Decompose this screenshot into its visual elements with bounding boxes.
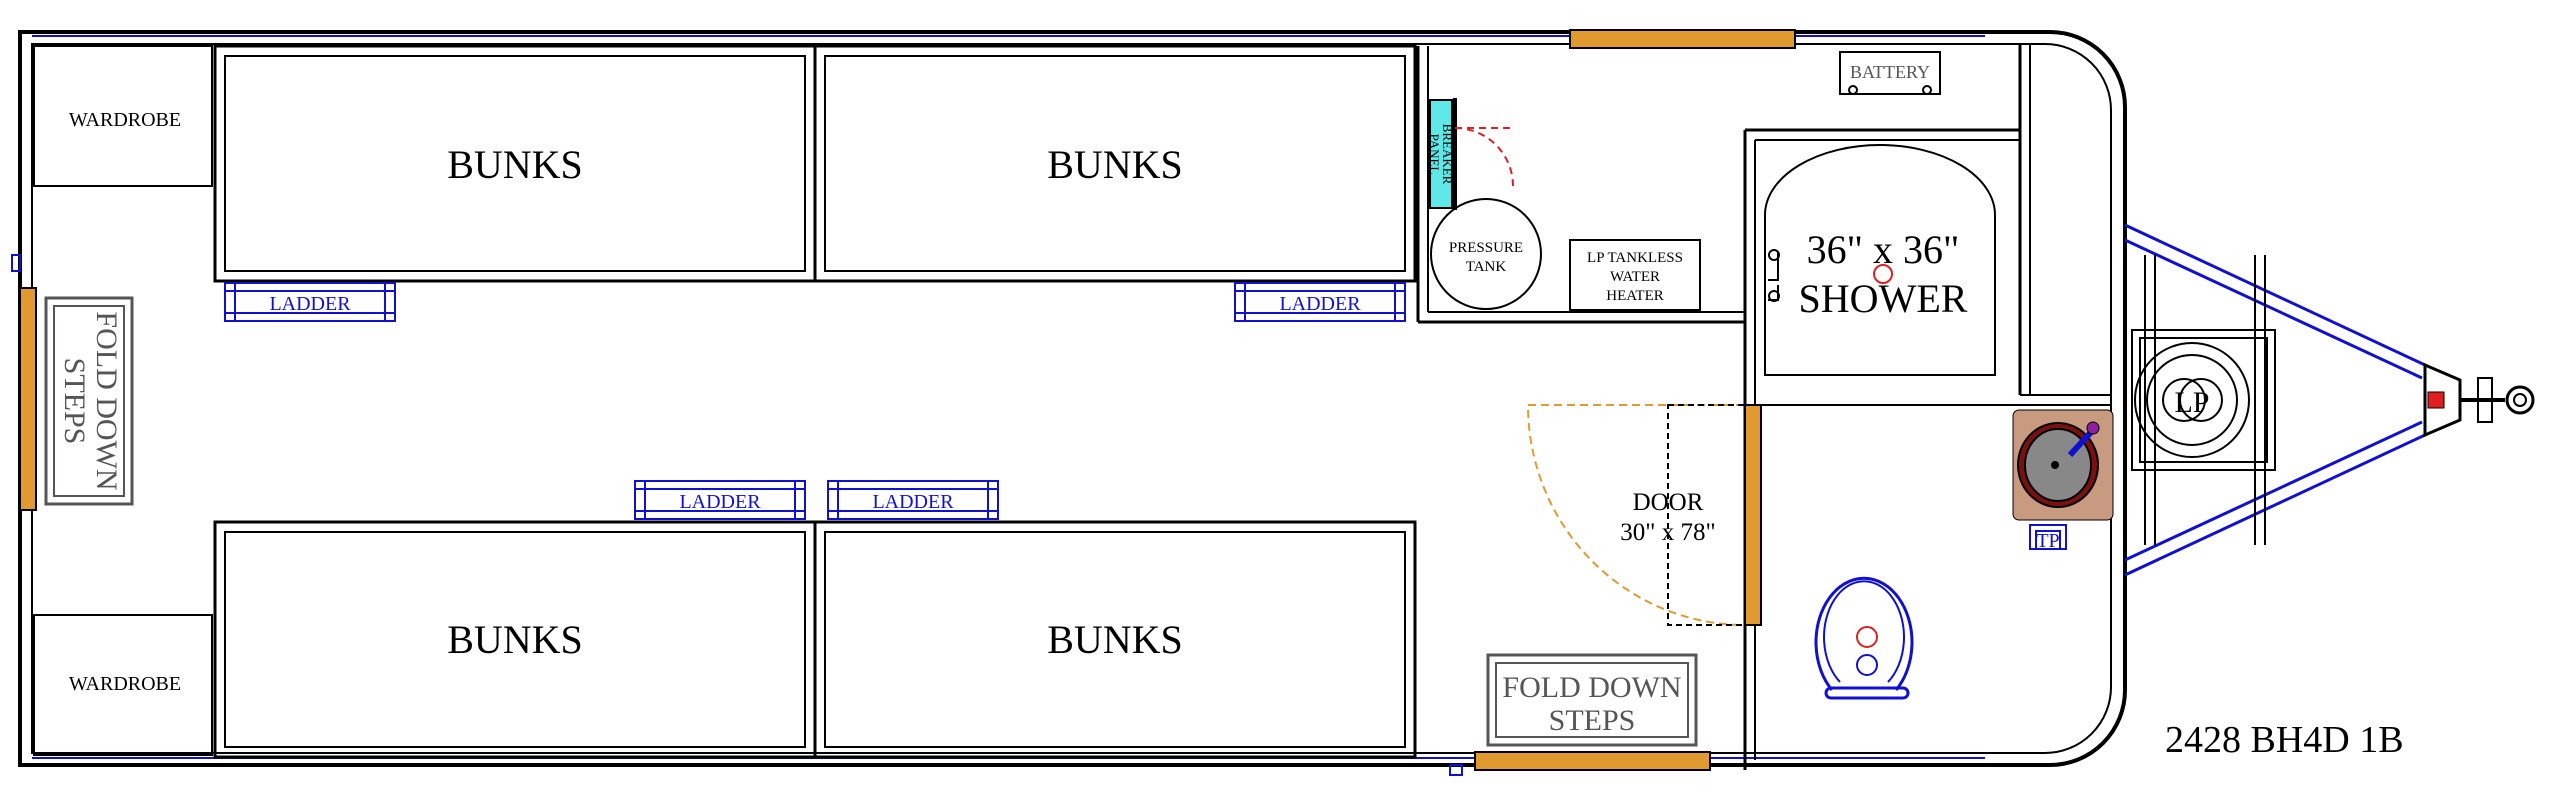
rear-steps-line2: STEPS bbox=[58, 358, 91, 445]
water-heater-line3: HEATER bbox=[1606, 288, 1664, 304]
ladder-top-left: LADDER bbox=[224, 282, 396, 322]
breaker-panel: BREAKER PANEL bbox=[1427, 98, 1514, 210]
entry-door[interactable]: DOOR 30" x 78" bbox=[1526, 404, 1762, 626]
side-fold-down-steps[interactable]: FOLD DOWN STEPS bbox=[1486, 653, 1698, 747]
trailer-tongue bbox=[2124, 223, 2535, 577]
bunks-bottom-right-label: BUNKS bbox=[1047, 617, 1183, 662]
ladder-top-right: LADDER bbox=[1234, 282, 1406, 322]
utility-walls bbox=[1416, 44, 2111, 770]
rear-steps-line1: FOLD DOWN bbox=[90, 311, 123, 490]
side-steps-line2: STEPS bbox=[1549, 704, 1636, 737]
ladder-mid-left-label: LADDER bbox=[679, 491, 761, 513]
shower-label: SHOWER bbox=[1799, 276, 1968, 321]
rear-door[interactable] bbox=[19, 287, 37, 511]
ladder-top-left-label: LADDER bbox=[269, 293, 351, 315]
lp-tank: LP bbox=[2131, 255, 2276, 545]
model-number: 2428 BH4D 1B bbox=[2165, 719, 2404, 761]
toilet-icon bbox=[1814, 576, 1914, 700]
bunks-top-right-label: BUNKS bbox=[1047, 142, 1183, 187]
pressure-tank-line2: TANK bbox=[1466, 259, 1507, 275]
door-label: DOOR bbox=[1633, 489, 1704, 516]
battery-label: BATTERY bbox=[1850, 62, 1930, 82]
shower-size: 36" x 36" bbox=[1807, 227, 1960, 272]
tp-holder: TP bbox=[2029, 524, 2067, 552]
door-size: 30" x 78" bbox=[1620, 519, 1715, 546]
ladder-mid-right-label: LADDER bbox=[872, 491, 954, 513]
battery: BATTERY bbox=[1839, 51, 1941, 95]
pressure-tank-line1: PRESSURE bbox=[1449, 240, 1523, 256]
breaker-line2: PANEL bbox=[1427, 134, 1442, 175]
sink-icon bbox=[2012, 409, 2114, 521]
wardrobe-bottom-label: WARDROBE bbox=[69, 673, 181, 695]
bunks-top-left-label: BUNKS bbox=[447, 142, 583, 187]
bunks-bottom-left-label: BUNKS bbox=[447, 617, 583, 662]
ladder-top-right-label: LADDER bbox=[1279, 293, 1361, 315]
rear-fold-down-steps[interactable]: FOLD DOWN STEPS bbox=[44, 296, 134, 506]
shower: 36" x 36" SHOWER bbox=[1764, 144, 1996, 376]
water-heater-line2: WATER bbox=[1610, 269, 1660, 285]
shower-drain-icon bbox=[1873, 264, 1893, 284]
water-heater-line1: LP TANKLESS bbox=[1587, 250, 1683, 266]
tp-label: TP bbox=[2036, 530, 2059, 552]
ladder-mid-left: LADDER bbox=[634, 480, 806, 520]
lp-label: LP bbox=[2174, 386, 2209, 419]
ladder-mid-right: LADDER bbox=[827, 480, 999, 520]
wardrobe-bottom: WARDROBE bbox=[33, 614, 213, 756]
bunks-top: BUNKS BUNKS bbox=[213, 44, 1417, 283]
bunks-bottom: BUNKS BUNKS bbox=[213, 520, 1417, 759]
bottom-window bbox=[1474, 751, 1711, 771]
top-window bbox=[1569, 29, 1796, 49]
pressure-tank: PRESSURE TANK bbox=[1430, 198, 1542, 310]
water-heater: LP TANKLESS WATER HEATER bbox=[1569, 239, 1701, 311]
breaker-line1: BREAKER bbox=[1440, 124, 1455, 185]
side-steps-line1: FOLD DOWN bbox=[1502, 671, 1681, 704]
wardrobe-top-label: WARDROBE bbox=[69, 109, 181, 131]
wardrobe-top: WARDROBE bbox=[33, 45, 213, 187]
